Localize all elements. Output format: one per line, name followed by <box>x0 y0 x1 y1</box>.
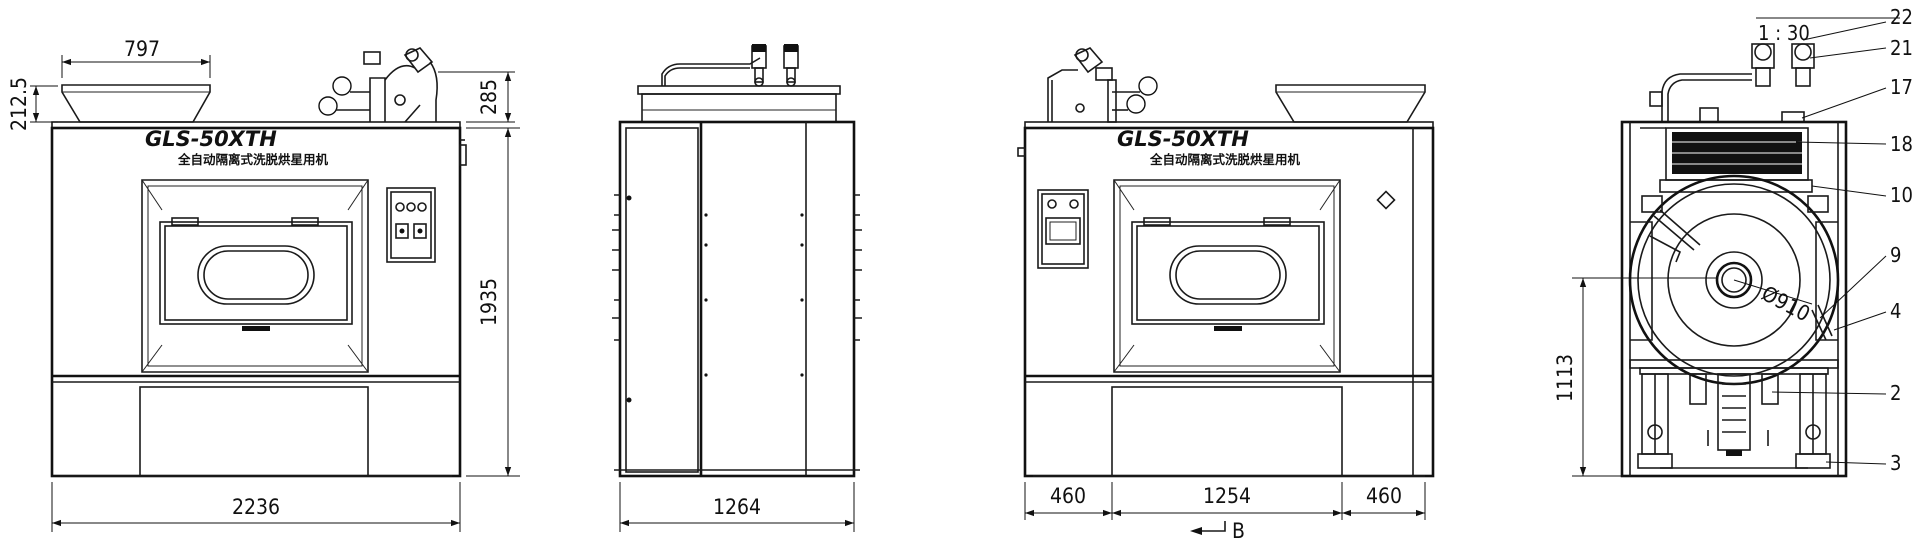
section-scale-label: 1 : 30 <box>1758 21 1810 45</box>
side-view: 1264 <box>612 44 862 532</box>
dim-hopper-width: 797 <box>124 37 160 61</box>
dim-rear-left: 460 <box>1050 484 1086 508</box>
rear-hopper <box>1275 84 1426 123</box>
section-mark-label: B <box>1232 519 1245 543</box>
dim-body-height: 1935 <box>477 278 501 326</box>
callout-4: 4 <box>1890 299 1901 323</box>
rear-model-label: GLS-50XTH <box>1117 127 1249 151</box>
callout-22: 22 <box>1890 5 1913 29</box>
dim-valve-height: 285 <box>477 79 501 115</box>
front-door-window <box>197 245 315 305</box>
dim-body-width: 2236 <box>232 495 280 519</box>
front-steam-valves <box>318 47 438 123</box>
front-model-label: GLS-50XTH <box>145 127 277 151</box>
front-hopper <box>61 84 211 123</box>
front-door-frame <box>141 179 369 373</box>
dim-section-height: 1113 <box>1553 354 1577 402</box>
callout-3: 3 <box>1890 451 1901 475</box>
section-view: 1 : 30 <box>1553 5 1913 478</box>
rear-control-panel <box>1037 189 1089 269</box>
dim-rear-right: 460 <box>1366 484 1402 508</box>
callout-17: 17 <box>1890 75 1913 99</box>
callout-10: 10 <box>1890 183 1913 207</box>
section-mark-arrow <box>1193 521 1226 532</box>
section-motor <box>1717 373 1751 456</box>
callout-9: 9 <box>1890 243 1901 267</box>
front-view: GLS-50XTH 全自动隔离式洗脱烘星用机 79 <box>7 37 520 532</box>
section-diameter-label: Ø910 <box>1758 281 1814 326</box>
section-valves <box>1649 43 1815 123</box>
front-subtitle-label: 全自动隔离式洗脱烘星用机 <box>177 152 329 167</box>
rear-door-window <box>1169 245 1287 305</box>
dim-hopper-height: 212.5 <box>7 77 31 131</box>
section-outer-frame <box>1620 120 1848 478</box>
rear-steam-valves <box>1047 47 1158 123</box>
section-drum-inner <box>1667 213 1801 347</box>
callout-2: 2 <box>1890 381 1901 405</box>
side-valves <box>751 44 799 87</box>
callout-18: 18 <box>1890 132 1913 156</box>
callout-21: 21 <box>1890 36 1913 60</box>
rear-subtitle-label: 全自动隔离式洗脱烘星用机 <box>1149 152 1301 167</box>
section-callouts: 22 21 17 18 10 9 4 2 3 <box>1771 5 1913 475</box>
dim-rear-middle: 1254 <box>1203 484 1251 508</box>
dim-side-width: 1264 <box>713 495 761 519</box>
side-body <box>618 120 856 478</box>
rear-view: GLS-50XTH 全自动隔离式洗脱烘星用机 <box>1017 47 1435 543</box>
section-suspension-left <box>1637 373 1673 469</box>
section-suspension-right <box>1795 373 1831 469</box>
front-control-panel <box>386 187 436 263</box>
